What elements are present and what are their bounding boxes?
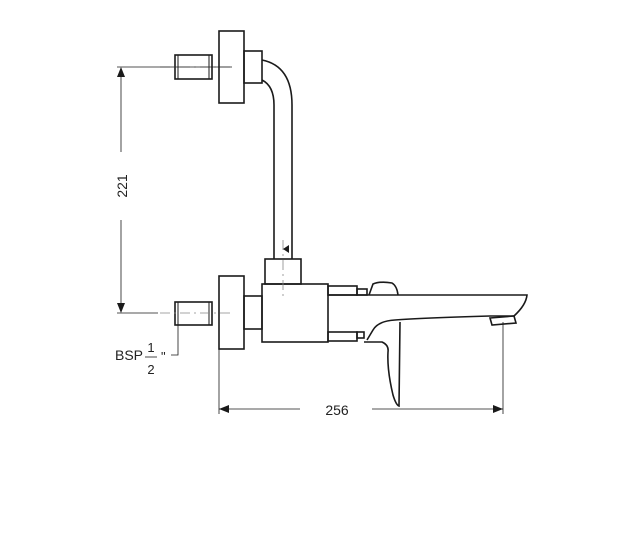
dimension-221: 221 [114, 66, 232, 314]
thread-denominator: 2 [147, 362, 154, 377]
arrow-right-icon [493, 405, 503, 413]
spout [328, 281, 528, 408]
thread-numerator: 1 [147, 340, 154, 355]
top-nut [243, 50, 263, 84]
thread-callout: BSP 1 2 " [115, 325, 179, 377]
dimension-221-label: 221 [114, 174, 130, 198]
cartridge-top [327, 285, 358, 296]
top-inlet [160, 30, 293, 259]
spout-outline [328, 294, 528, 341]
pipe-inner [261, 79, 275, 259]
lever-top [368, 281, 399, 296]
dimension-256: 256 [218, 322, 504, 418]
arrow-left-icon [219, 405, 229, 413]
bottom-flange [218, 275, 245, 350]
thread-label: BSP [115, 347, 143, 363]
bottom-threaded-stub [174, 301, 213, 326]
arrow-down-icon [117, 303, 125, 313]
body-block [261, 283, 329, 343]
arrow-up-icon [117, 67, 125, 77]
bottom-nut [243, 295, 263, 330]
aerator [488, 315, 518, 326]
bottom-inlet [160, 275, 263, 350]
lever-handle [364, 321, 401, 408]
flow-arrow [283, 245, 289, 253]
pipe-outer [261, 59, 293, 259]
cartridge-bottom [327, 331, 358, 342]
dimension-256-label: 256 [325, 402, 349, 418]
valve-body [261, 240, 368, 343]
thread-unit: " [161, 349, 166, 364]
